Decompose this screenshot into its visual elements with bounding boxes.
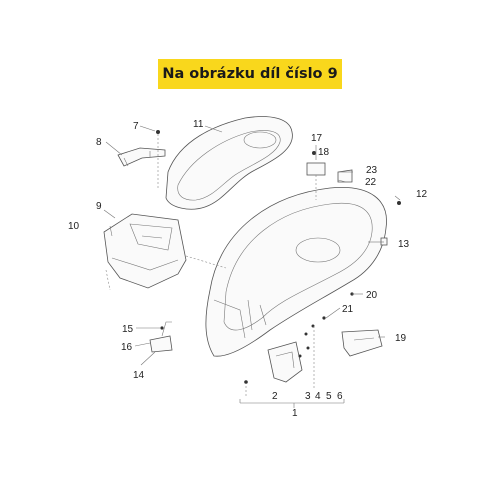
callout-16: 16 [121, 342, 133, 353]
callout-8: 8 [96, 137, 102, 148]
callout-15: 15 [122, 324, 134, 335]
part-5-screw [298, 354, 302, 358]
part-19-cover [341, 329, 383, 357]
part-18-screw [312, 151, 316, 155]
callout-14: 14 [133, 370, 145, 381]
callout-4: 4 [315, 391, 321, 402]
callout-9: 9 [96, 201, 102, 212]
callout-21: 21 [342, 304, 354, 315]
part-14-bracket [149, 321, 173, 353]
part-12-screw [397, 201, 401, 205]
banner-text: Na obrázku díl číslo 9 [162, 66, 338, 82]
callout-20: 20 [366, 290, 378, 301]
callout-7: 7 [133, 121, 139, 132]
part-13-clip [380, 237, 388, 246]
callout-3: 3 [305, 391, 311, 402]
callout-2: 2 [272, 391, 278, 402]
callout-13: 13 [398, 239, 410, 250]
callout-22: 22 [365, 177, 377, 188]
part-2-lid [267, 341, 303, 383]
part-1-underseat-compartment [205, 186, 387, 357]
part-2-screw [244, 380, 248, 384]
callout-1: 1 [292, 408, 298, 419]
part-17-bracket [306, 162, 326, 176]
highlight-banner: Na obrázku díl číslo 9 [158, 59, 342, 89]
part-15-screw [160, 326, 164, 330]
part-6-screw [306, 346, 310, 350]
part-23-clip [337, 169, 353, 183]
callout-18: 18 [318, 147, 330, 158]
callout-labels: 1 2 3 4 5 6 7 8 9 10 11 12 13 14 15 16 1… [68, 119, 428, 419]
callout-6: 6 [337, 391, 343, 402]
leader-lines [103, 125, 401, 396]
part-3-screw [304, 332, 308, 336]
part-11-seat [165, 116, 293, 210]
group-1-bracket [239, 399, 345, 408]
callout-11: 11 [193, 119, 204, 130]
part-21-screw [322, 316, 326, 320]
callout-19: 19 [395, 333, 407, 344]
callout-12: 12 [416, 189, 428, 200]
callout-23: 23 [366, 165, 378, 176]
part-7-screw [156, 130, 160, 134]
callout-5: 5 [326, 391, 332, 402]
callout-10: 10 [68, 221, 80, 232]
part-9-glovebox [103, 213, 187, 289]
callout-17: 17 [311, 133, 323, 144]
part-8-bracket [117, 147, 166, 167]
